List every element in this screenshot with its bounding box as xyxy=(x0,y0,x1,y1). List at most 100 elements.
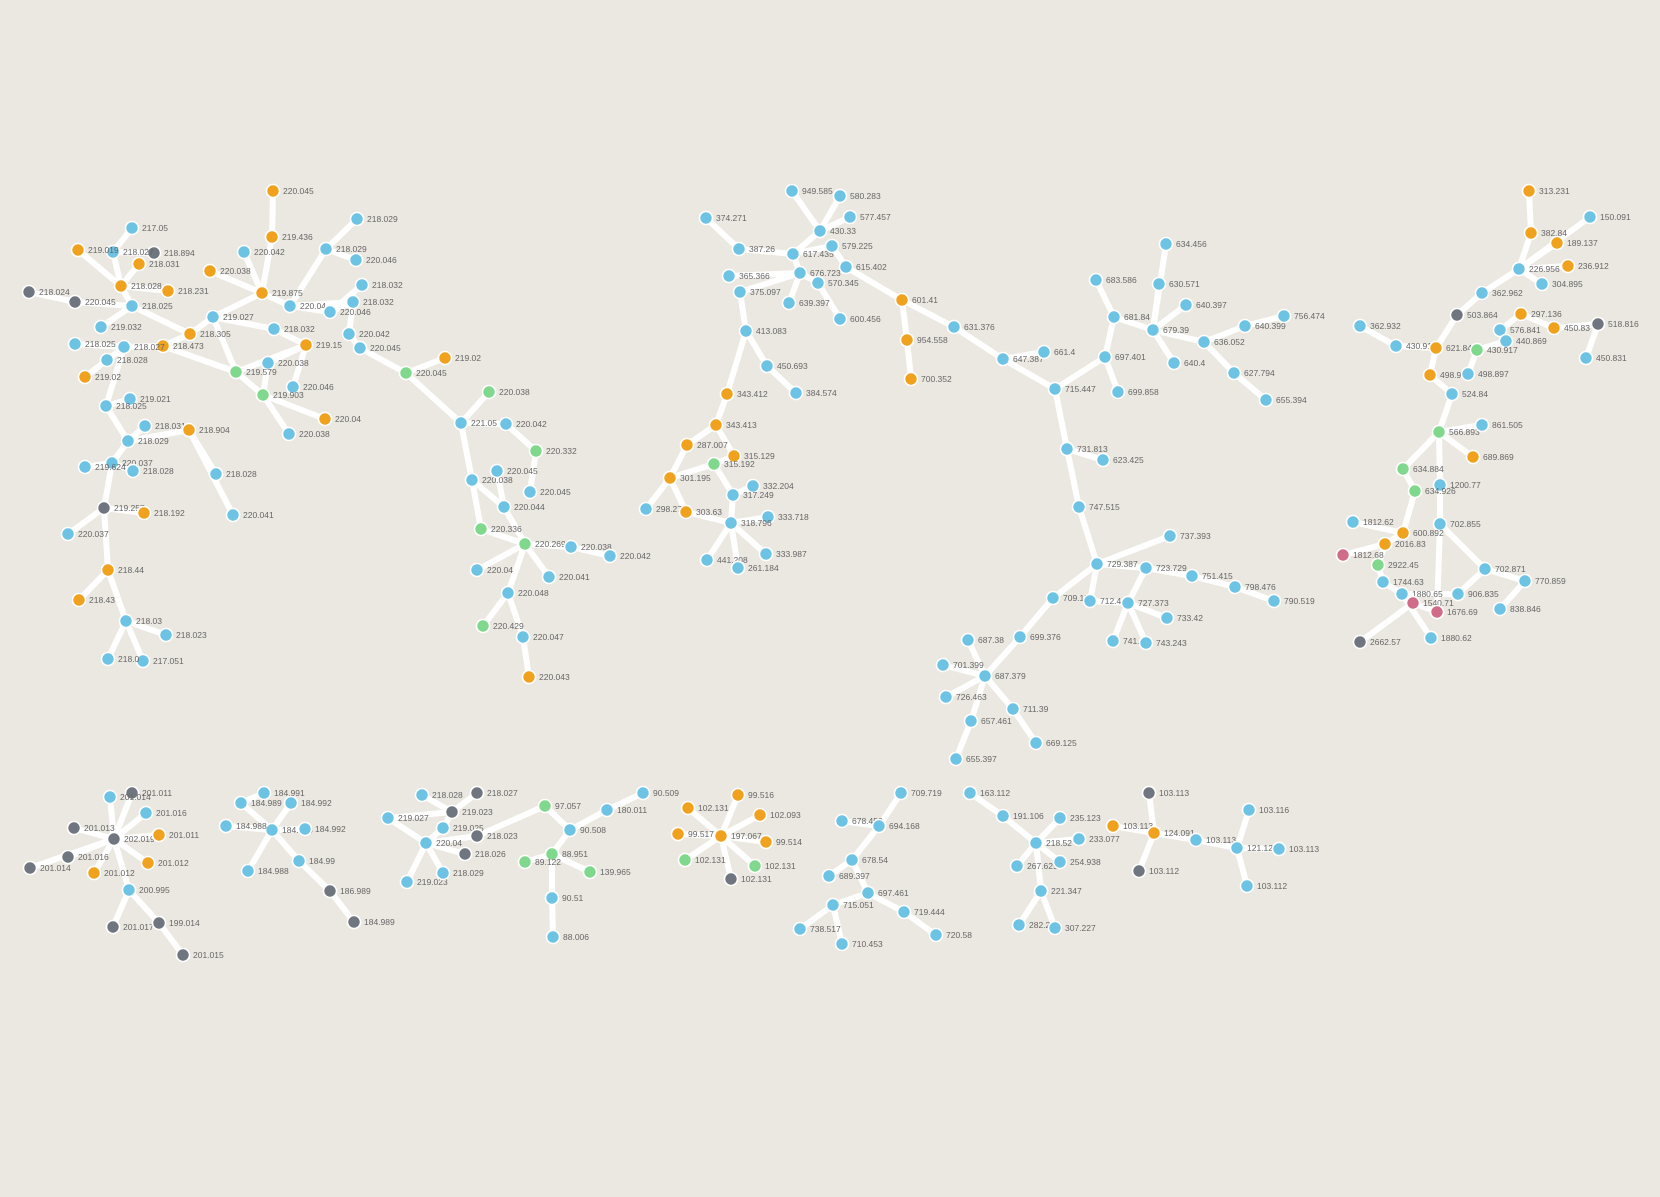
node-circle[interactable] xyxy=(345,294,361,310)
graph-node[interactable]: 678.453 xyxy=(834,813,883,829)
node-circle[interactable] xyxy=(903,371,919,387)
graph-node[interactable]: 218.028 xyxy=(414,787,463,803)
graph-node[interactable]: 317.249 xyxy=(725,487,774,503)
graph-node[interactable]: 861.505 xyxy=(1474,417,1523,433)
node-circle[interactable] xyxy=(435,820,451,836)
node-circle[interactable] xyxy=(1549,235,1565,251)
node-circle[interactable] xyxy=(995,351,1011,367)
graph-node[interactable]: 1540.71 xyxy=(1405,595,1454,611)
node-circle[interactable] xyxy=(100,651,116,667)
graph-node[interactable]: 219.436 xyxy=(264,229,313,245)
node-circle[interactable] xyxy=(285,379,301,395)
node-circle[interactable] xyxy=(719,386,735,402)
graph-node[interactable]: 711.39 xyxy=(1005,701,1049,717)
node-circle[interactable] xyxy=(218,818,234,834)
node-circle[interactable] xyxy=(1560,258,1576,274)
node-circle[interactable] xyxy=(105,919,121,935)
node-circle[interactable] xyxy=(731,241,747,257)
node-circle[interactable] xyxy=(517,854,533,870)
node-circle[interactable] xyxy=(1513,306,1529,322)
node-circle[interactable] xyxy=(464,472,480,488)
graph-node[interactable]: 798.476 xyxy=(1227,579,1276,595)
node-circle[interactable] xyxy=(205,309,221,325)
graph-node[interactable]: 218.44 xyxy=(100,562,145,578)
node-circle[interactable] xyxy=(1141,785,1157,801)
graph-node[interactable]: 218.029 xyxy=(318,241,367,257)
graph-node[interactable]: 623.425 xyxy=(1095,452,1144,468)
node-circle[interactable] xyxy=(938,689,954,705)
graph-node[interactable]: 89.122 xyxy=(517,854,562,870)
node-circle[interactable] xyxy=(208,466,224,482)
node-circle[interactable] xyxy=(1460,366,1476,382)
graph-node[interactable]: 566.893 xyxy=(1431,424,1480,440)
graph-node[interactable]: 634.884 xyxy=(1395,461,1444,477)
graph-node[interactable]: 715.447 xyxy=(1047,381,1096,397)
graph-node[interactable]: 1744.63 xyxy=(1375,574,1424,590)
graph-node[interactable]: 218.023 xyxy=(469,828,518,844)
graph-node[interactable]: 218.031 xyxy=(131,256,180,272)
graph-node[interactable]: 184.988 xyxy=(264,822,313,838)
node-circle[interactable] xyxy=(475,618,491,634)
node-circle[interactable] xyxy=(291,853,307,869)
node-circle[interactable] xyxy=(1590,316,1606,332)
graph-node[interactable]: 838.846 xyxy=(1492,601,1541,617)
graph-node[interactable]: 218.028 xyxy=(125,463,174,479)
node-circle[interactable] xyxy=(282,298,298,314)
node-circle[interactable] xyxy=(1432,516,1448,532)
graph-node[interactable]: 906.835 xyxy=(1450,586,1499,602)
graph-node[interactable]: 498.897 xyxy=(1460,366,1509,382)
node-circle[interactable] xyxy=(77,369,93,385)
node-circle[interactable] xyxy=(322,304,338,320)
node-circle[interactable] xyxy=(77,459,93,475)
node-circle[interactable] xyxy=(99,352,115,368)
node-circle[interactable] xyxy=(1036,344,1052,360)
node-circle[interactable] xyxy=(602,548,618,564)
graph-node[interactable]: 220.038 xyxy=(481,384,530,400)
node-circle[interactable] xyxy=(899,332,915,348)
node-circle[interactable] xyxy=(297,821,313,837)
graph-node[interactable]: 430.33 xyxy=(812,223,857,239)
graph-node[interactable]: 1812.68 xyxy=(1335,547,1384,563)
node-circle[interactable] xyxy=(1237,318,1253,334)
graph-node[interactable]: 220.037 xyxy=(104,455,153,471)
node-circle[interactable] xyxy=(1009,858,1025,874)
graph-node[interactable]: 218.894 xyxy=(146,245,195,261)
node-circle[interactable] xyxy=(812,223,828,239)
node-circle[interactable] xyxy=(1395,461,1411,477)
node-circle[interactable] xyxy=(935,657,951,673)
node-circle[interactable] xyxy=(60,849,76,865)
graph-node[interactable]: 219.624 xyxy=(77,459,126,475)
node-circle[interactable] xyxy=(124,785,140,801)
node-circle[interactable] xyxy=(792,921,808,937)
node-circle[interactable] xyxy=(453,415,469,431)
node-circle[interactable] xyxy=(418,835,434,851)
graph-node[interactable]: 699.376 xyxy=(1012,629,1061,645)
node-circle[interactable] xyxy=(444,804,460,820)
graph-node[interactable]: 220.044 xyxy=(496,499,545,515)
graph-node[interactable]: 287.007 xyxy=(679,437,728,453)
node-circle[interactable] xyxy=(1428,340,1444,356)
node-circle[interactable] xyxy=(1423,630,1439,646)
graph-node[interactable]: 201.013 xyxy=(66,820,115,836)
node-circle[interactable] xyxy=(260,355,276,371)
graph-node[interactable]: 720.58 xyxy=(928,927,973,943)
node-circle[interactable] xyxy=(1110,384,1126,400)
graph-node[interactable]: 382.84 xyxy=(1523,225,1568,241)
node-circle[interactable] xyxy=(1146,825,1162,841)
graph-node[interactable]: 2016.83 xyxy=(1377,536,1426,552)
node-circle[interactable] xyxy=(544,890,560,906)
node-circle[interactable] xyxy=(946,319,962,335)
graph-node[interactable]: 747.515 xyxy=(1071,499,1120,515)
graph-node[interactable]: 615.402 xyxy=(838,259,887,275)
graph-node[interactable]: 689.869 xyxy=(1465,449,1514,465)
node-circle[interactable] xyxy=(121,882,137,898)
node-circle[interactable] xyxy=(66,820,82,836)
graph-node[interactable]: 218.027 xyxy=(116,339,165,355)
graph-node[interactable]: 200.995 xyxy=(121,882,170,898)
graph-node[interactable]: 647.387 xyxy=(995,351,1044,367)
node-circle[interactable] xyxy=(752,807,768,823)
node-circle[interactable] xyxy=(1469,342,1485,358)
node-circle[interactable] xyxy=(22,860,38,876)
graph-node[interactable]: 217.051 xyxy=(135,653,184,669)
graph-node[interactable]: 640.397 xyxy=(1178,297,1227,313)
